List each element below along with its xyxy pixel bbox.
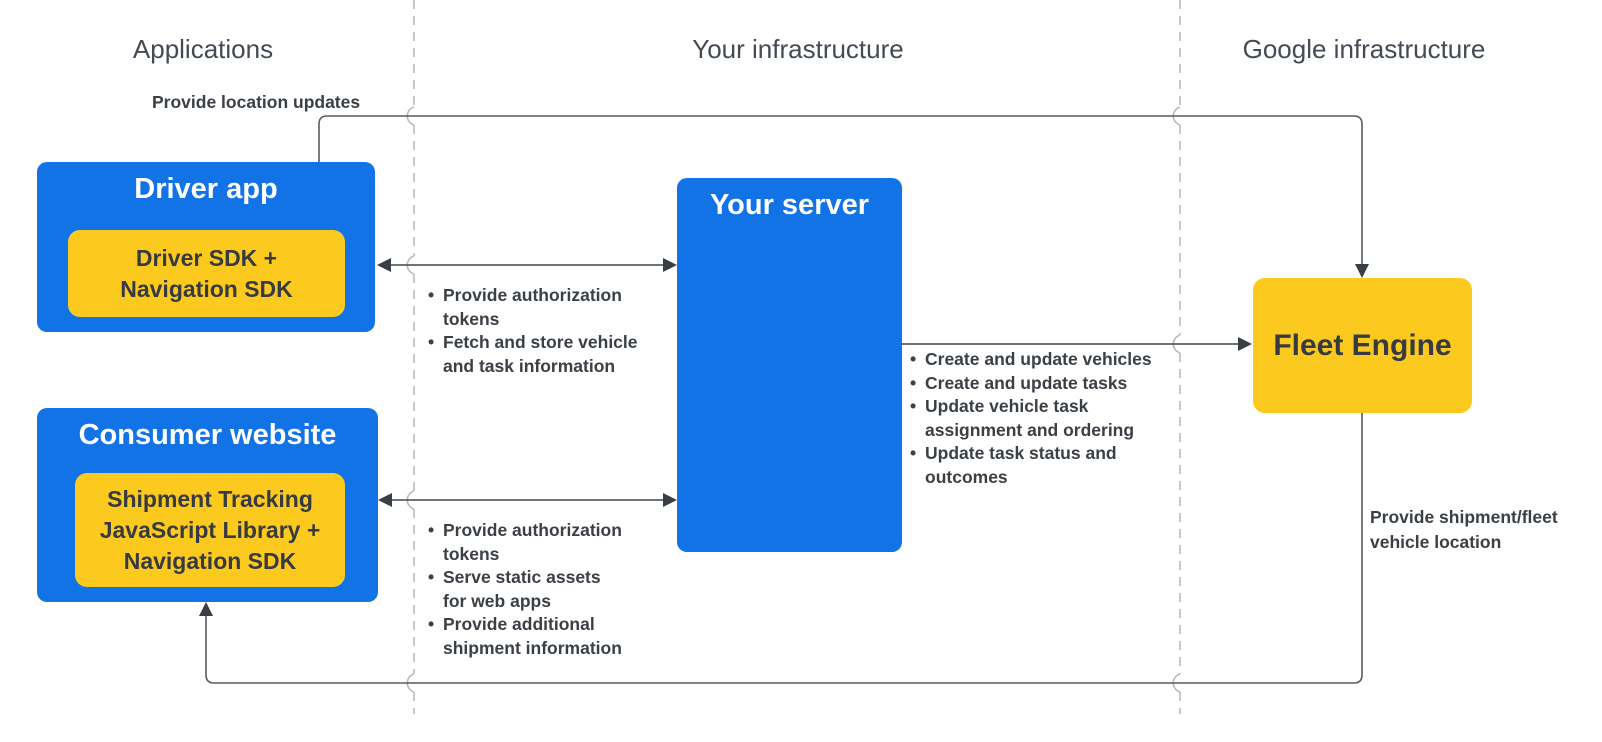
edge-server-fleet-arrowhead xyxy=(1238,337,1252,351)
edge-driver-to-fleet-line xyxy=(318,115,1363,268)
node-driver-sdk: Driver SDK + Navigation SDK xyxy=(68,230,345,317)
edge-note: Create and update tasks xyxy=(910,372,1195,396)
node-shipment-tracking-library: Shipment Tracking JavaScript Library + N… xyxy=(75,473,345,587)
edge-notes-driver-server: Provide authorization tokens Fetch and s… xyxy=(428,284,663,378)
node-consumer-website: Consumer website Shipment Tracking JavaS… xyxy=(37,408,378,602)
edge-note: Provide additional shipment information xyxy=(428,613,663,660)
node-driver-app: Driver app Driver SDK + Navigation SDK xyxy=(37,162,375,332)
node-your-server-title: Your server xyxy=(709,189,870,221)
edge-consumer-server-arrowhead-left xyxy=(378,493,392,507)
node-your-server: Your server xyxy=(677,178,902,552)
edge-note: Provide authorization tokens xyxy=(428,519,663,566)
node-driver-app-title: Driver app xyxy=(134,173,278,205)
edge-consumer-server-arrowhead-right xyxy=(663,493,677,507)
node-fleet-engine: Fleet Engine xyxy=(1253,278,1472,413)
edge-notes-server-fleet: Create and update vehicles Create and up… xyxy=(910,348,1195,489)
edge-note: Provide authorization tokens xyxy=(428,284,663,331)
node-consumer-website-title: Consumer website xyxy=(78,419,337,451)
column-header-google-infrastructure: Google infrastructure xyxy=(1242,34,1486,64)
edge-driver-server-arrowhead-right xyxy=(663,258,677,272)
edge-fleet-to-consumer-line xyxy=(205,413,1363,684)
column-header-your-infrastructure: Your infrastructure xyxy=(692,34,904,64)
edge-notes-consumer-server: Provide authorization tokens Serve stati… xyxy=(428,519,663,660)
edge-note: Fetch and store vehicle and task informa… xyxy=(428,331,663,378)
edge-fleet-to-consumer-arrowhead xyxy=(199,602,213,616)
column-header-applications: Applications xyxy=(132,34,274,64)
edge-note: Create and update vehicles xyxy=(910,348,1195,372)
edge-label-provide-location-updates: Provide location updates xyxy=(152,92,361,112)
edge-driver-to-fleet-arrowhead xyxy=(1355,264,1369,278)
edge-label-provide-shipment-fleet-location: Provide shipment/fleet vehicle location xyxy=(1370,507,1558,552)
edge-note: Update task status and outcomes xyxy=(910,442,1195,489)
edge-note: Serve static assets for web apps xyxy=(428,566,663,613)
edge-driver-server-arrowhead-left xyxy=(377,258,391,272)
column-divider-left xyxy=(406,0,415,714)
edge-note: Update vehicle task assignment and order… xyxy=(910,395,1195,442)
